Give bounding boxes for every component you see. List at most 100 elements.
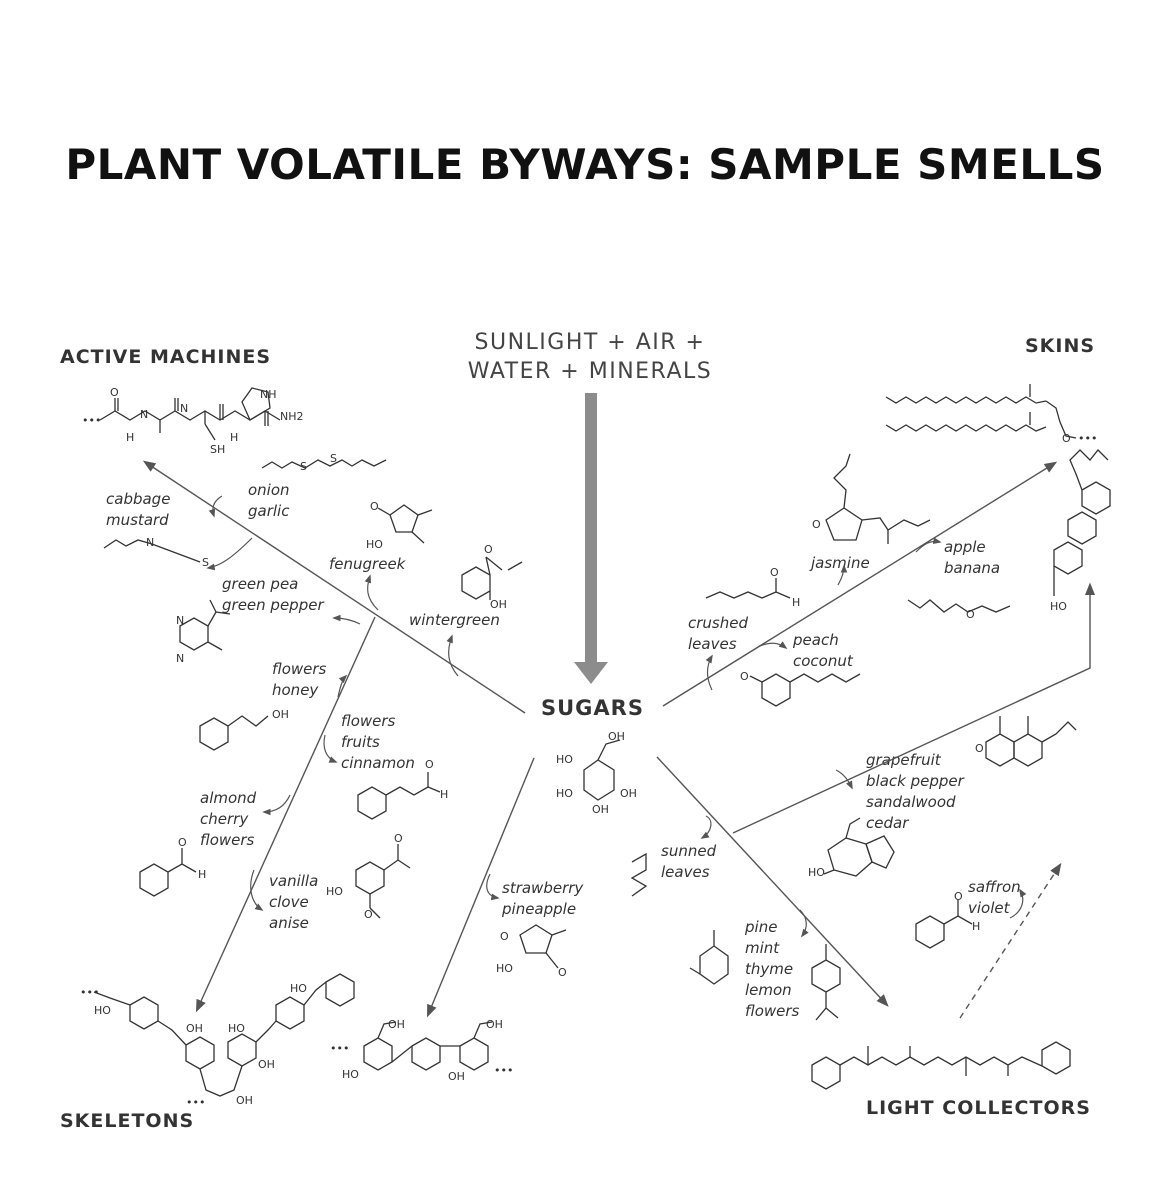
smell-line: black pepper bbox=[866, 772, 964, 790]
molecule-jasmone bbox=[825, 453, 931, 544]
atom-label: H bbox=[792, 596, 800, 609]
atom-label: OH bbox=[272, 708, 289, 721]
smell-line: wintergreen bbox=[409, 611, 500, 629]
branch-wintergreen bbox=[446, 634, 459, 677]
smell-line: vanilla bbox=[269, 872, 319, 890]
molecule-acetovanillone bbox=[355, 844, 411, 919]
molecule-polysaccharide bbox=[363, 1021, 493, 1071]
smell-line: flowers bbox=[272, 660, 327, 678]
source-arrow bbox=[574, 393, 608, 684]
atom-label: HO bbox=[366, 538, 383, 551]
smell-line: leaves bbox=[661, 863, 710, 881]
branch-saffron bbox=[1009, 888, 1027, 919]
smell-almond: almond cherry flowers bbox=[200, 788, 256, 851]
atom-label: OH bbox=[490, 598, 507, 611]
atom-label: ••• bbox=[186, 1096, 205, 1109]
smell-onion-garlic: onion garlic bbox=[248, 480, 290, 522]
molecule-benzaldehyde bbox=[139, 848, 197, 897]
smell-line: coconut bbox=[793, 652, 853, 670]
atom-label: ••• bbox=[80, 986, 99, 999]
group-light-collectors: LIGHT COLLECTORS bbox=[866, 1097, 1091, 1119]
branch-pine bbox=[799, 909, 809, 938]
molecule-safranal bbox=[915, 900, 973, 949]
arrow-to-skins bbox=[662, 461, 1058, 707]
atom-label: O bbox=[740, 670, 749, 683]
source-line-2: WATER + MINERALS bbox=[467, 359, 713, 384]
arrow-to-active-machines bbox=[142, 460, 526, 714]
atom-label: O bbox=[558, 966, 567, 979]
atom-label: H bbox=[972, 920, 980, 933]
branch-cinnamon bbox=[323, 734, 338, 763]
molecule-triglyceride bbox=[885, 384, 1077, 439]
atom-label: HO bbox=[342, 1068, 359, 1081]
molecule-diallyl-disulfide bbox=[261, 459, 387, 469]
molecule-hexenal bbox=[705, 591, 791, 599]
atom-label: NH bbox=[260, 388, 277, 401]
atom-labels: ••• H O N N H SH NH NH2 S S N S O HO O O… bbox=[80, 386, 1097, 1109]
smell-line: onion bbox=[248, 481, 290, 499]
molecule-isoamyl-acetate bbox=[907, 599, 1011, 613]
atom-label: OH bbox=[620, 787, 637, 800]
atom-label: OH bbox=[388, 1018, 405, 1031]
atom-label: OH bbox=[448, 1070, 465, 1083]
atom-label: N bbox=[176, 652, 184, 665]
atom-label: H bbox=[230, 431, 238, 444]
smell-line: banana bbox=[944, 559, 1001, 577]
atom-label: HO bbox=[94, 1004, 111, 1017]
molecule-structures bbox=[93, 384, 1111, 1097]
branch-cabbage bbox=[206, 537, 253, 571]
smell-line: strawberry bbox=[502, 879, 584, 897]
molecule-methyl-salicylate bbox=[461, 556, 523, 600]
smell-line: crushed bbox=[688, 614, 748, 632]
atom-label: N bbox=[180, 402, 188, 415]
atom-label: OH bbox=[236, 1094, 253, 1107]
branch-vanilla bbox=[250, 869, 264, 911]
arrow-to-saffron-dashed bbox=[959, 862, 1062, 1019]
smell-line: leaves bbox=[688, 635, 737, 653]
source-line-1: SUNLIGHT + AIR + bbox=[474, 330, 706, 355]
smell-line: grapefruit bbox=[866, 751, 941, 769]
atom-label: OH bbox=[486, 1018, 503, 1031]
molecule-pyrazine bbox=[179, 599, 231, 651]
molecule-nootkatone bbox=[985, 716, 1077, 767]
smell-line: violet bbox=[968, 899, 1010, 917]
smell-cabbage-mustard: cabbage mustard bbox=[106, 489, 170, 531]
smell-line: cinnamon bbox=[341, 754, 415, 772]
smell-line: cedar bbox=[866, 814, 909, 832]
smell-fenugreek: fenugreek bbox=[329, 554, 405, 575]
atom-label: ••• bbox=[330, 1042, 349, 1055]
atom-label: O bbox=[484, 543, 493, 556]
atom-label: OH bbox=[592, 803, 609, 816]
atom-label: O bbox=[1062, 432, 1071, 445]
molecule-cinnamaldehyde bbox=[357, 772, 441, 820]
branch-peach bbox=[759, 641, 788, 650]
smell-line: anise bbox=[269, 914, 309, 932]
smell-crushed-leaves: crushed leaves bbox=[688, 613, 748, 655]
branch-almond bbox=[262, 794, 291, 816]
atom-label: OH bbox=[186, 1022, 203, 1035]
molecule-peptide bbox=[99, 387, 281, 441]
atom-label: HO bbox=[1050, 600, 1067, 613]
smell-saffron: saffron violet bbox=[968, 877, 1021, 919]
atom-label: NH2 bbox=[280, 410, 304, 423]
smell-pine: pine mint thyme lemon flowers bbox=[745, 917, 799, 1022]
smell-line: green pepper bbox=[222, 596, 324, 614]
atom-label: HO bbox=[228, 1022, 245, 1035]
smell-peach: peach coconut bbox=[793, 630, 853, 672]
smell-line: honey bbox=[272, 681, 319, 699]
smell-line: cabbage bbox=[106, 490, 171, 508]
atom-label: O bbox=[954, 890, 963, 903]
branch-fenugreek bbox=[364, 574, 379, 611]
molecule-isothiocyanate bbox=[103, 539, 201, 563]
smell-line: flowers bbox=[341, 712, 396, 730]
smell-line: mustard bbox=[106, 511, 169, 529]
group-active-machines: ACTIVE MACHINES bbox=[60, 346, 272, 368]
smell-line: fenugreek bbox=[329, 555, 406, 573]
smell-line: sunned bbox=[661, 842, 717, 860]
molecule-sotolon bbox=[377, 504, 433, 544]
arrow-to-light-collectors bbox=[656, 756, 889, 1007]
branch-strawberry bbox=[486, 873, 500, 901]
smell-wintergreen: wintergreen bbox=[409, 610, 500, 631]
branch-sunned bbox=[700, 815, 712, 839]
molecule-decalactone bbox=[749, 673, 861, 707]
